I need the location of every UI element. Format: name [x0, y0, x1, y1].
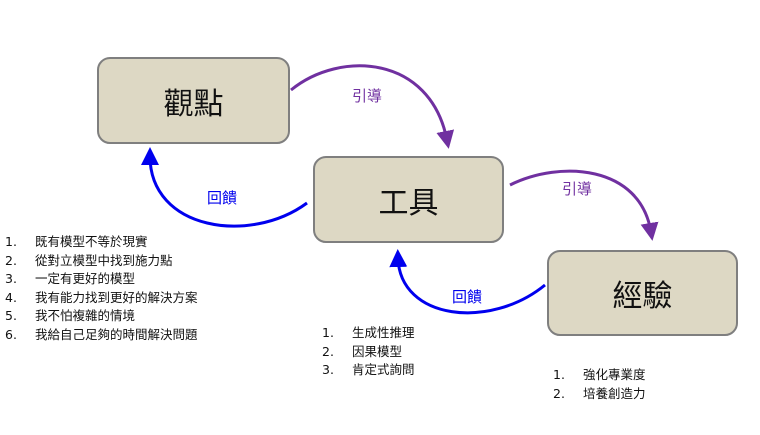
guide-label-2: 引導	[562, 180, 593, 198]
list-number: 5.	[5, 308, 17, 323]
node-tool: 工具	[313, 156, 504, 243]
list-item: 5. 我不怕複雜的情境	[5, 307, 198, 326]
list-item: 3. 肯定式詢問	[322, 361, 415, 380]
node-view: 觀點	[97, 57, 290, 144]
list-item: 2. 因果模型	[322, 343, 415, 362]
view-list: 1. 既有模型不等於現實 2. 從對立模型中找到施力點 3. 一定有更好的模型 4. 我…	[5, 233, 198, 344]
list-item: 1. 生成性推理	[322, 324, 415, 343]
list-number: 2.	[5, 252, 17, 268]
experience-list: 1. 強化專業度 2. 培養創造力	[553, 366, 646, 403]
guide-label-1: 引導	[352, 87, 383, 105]
feedback-arrow-1	[141, 147, 308, 228]
list-number: 1.	[322, 325, 334, 340]
list-text: 我不怕複雜的情境	[35, 308, 136, 323]
guide-arrow-2	[509, 169, 659, 241]
list-text: 一定有更好的模型	[35, 271, 136, 286]
list-text: 強化專業度	[583, 367, 646, 382]
list-number: 2.	[553, 385, 565, 401]
list-item: 1. 既有模型不等於現實	[5, 233, 198, 252]
node-experience: 經驗	[547, 250, 738, 336]
list-number: 3.	[322, 362, 334, 377]
list-text: 我有能力找到更好的解決方案	[35, 289, 198, 305]
list-number: 1.	[553, 367, 565, 382]
list-number: 4.	[5, 289, 17, 305]
list-number: 3.	[5, 271, 17, 286]
feedback-label-2: 回饋	[452, 288, 483, 306]
guide-arrow-1	[290, 64, 455, 149]
tool-list: 1. 生成性推理 2. 因果模型 3. 肯定式詢問	[322, 324, 415, 380]
list-text: 培養創造力	[583, 385, 646, 401]
list-number: 6.	[5, 326, 17, 342]
list-text: 從對立模型中找到施力點	[35, 252, 173, 268]
list-text: 因果模型	[352, 343, 403, 359]
feedback-label-1: 回饋	[207, 189, 238, 207]
list-item: 3. 一定有更好的模型	[5, 270, 198, 289]
list-number: 2.	[322, 343, 334, 359]
list-item: 6. 我給自己足夠的時間解決問題	[5, 326, 198, 345]
list-item: 2. 從對立模型中找到施力點	[5, 252, 198, 271]
feedback-arrow-2	[389, 249, 546, 315]
list-item: 4. 我有能力找到更好的解決方案	[5, 289, 198, 308]
list-text: 生成性推理	[352, 325, 415, 340]
list-item: 2. 培養創造力	[553, 385, 646, 404]
list-text: 既有模型不等於現實	[35, 234, 148, 249]
list-text: 我給自己足夠的時間解決問題	[35, 326, 198, 342]
list-item: 1. 強化專業度	[553, 366, 646, 385]
list-number: 1.	[5, 234, 17, 249]
list-text: 肯定式詢問	[352, 362, 415, 377]
